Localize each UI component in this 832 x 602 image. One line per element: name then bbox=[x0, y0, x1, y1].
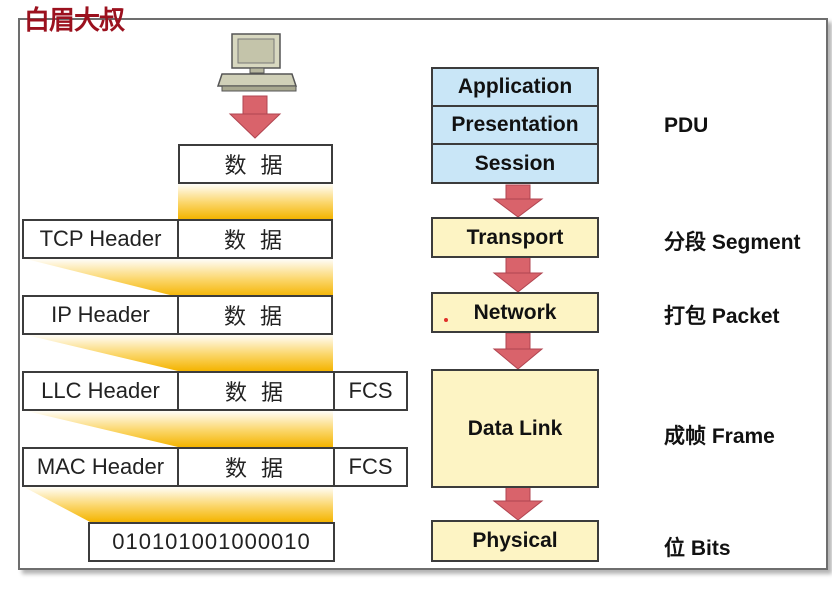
red-dot-mark bbox=[444, 318, 448, 322]
llc-header-box: LLC Header bbox=[22, 371, 179, 411]
data-box-2: 数 据 bbox=[177, 219, 333, 259]
encapsulation-gradient-5 bbox=[22, 486, 333, 522]
data-box-4: 数 据 bbox=[177, 371, 335, 411]
layer-arrow-icon-4 bbox=[492, 486, 544, 521]
encapsulation-gradient-4d bbox=[22, 410, 333, 447]
mac-header-box: MAC Header bbox=[22, 447, 179, 487]
data-box-3: 数 据 bbox=[177, 295, 333, 335]
layer-physical: Physical bbox=[431, 520, 599, 562]
layer-presentation: Presentation bbox=[431, 105, 599, 145]
data-box-1: 数 据 bbox=[178, 144, 333, 184]
fcs-box-2: FCS bbox=[333, 447, 408, 487]
label-bits: 位 Bits bbox=[664, 537, 731, 560]
label-packet: 打包 Packet bbox=[664, 305, 780, 328]
watermark: 白眉大叔 bbox=[24, 6, 125, 36]
layer-session: Session bbox=[431, 143, 599, 184]
encapsulation-arrow-icon bbox=[228, 95, 282, 139]
tcp-header-box: TCP Header bbox=[22, 219, 179, 259]
ip-header-box: IP Header bbox=[22, 295, 179, 335]
computer-icon bbox=[216, 33, 298, 92]
bits-box: 010101001000010 bbox=[88, 522, 335, 562]
encapsulation-gradient-1 bbox=[178, 183, 333, 219]
layer-application: Application bbox=[431, 67, 599, 107]
layer-arrow-icon-2 bbox=[492, 256, 544, 293]
encapsulation-gradient-2 bbox=[22, 258, 333, 297]
layer-arrow-icon-3 bbox=[492, 332, 544, 370]
data-box-5: 数 据 bbox=[177, 447, 335, 487]
label-frame: 成帧 Frame bbox=[664, 425, 775, 448]
encapsulation-gradient-3b bbox=[22, 334, 333, 371]
label-pdu: PDU bbox=[664, 114, 709, 137]
layer-network: Network bbox=[431, 292, 599, 333]
layer-datalink: Data Link bbox=[431, 369, 599, 488]
fcs-box-1: FCS bbox=[333, 371, 408, 411]
layer-transport: Transport bbox=[431, 217, 599, 258]
layer-arrow-icon-1 bbox=[492, 184, 544, 218]
label-segment: 分段 Segment bbox=[664, 231, 801, 254]
